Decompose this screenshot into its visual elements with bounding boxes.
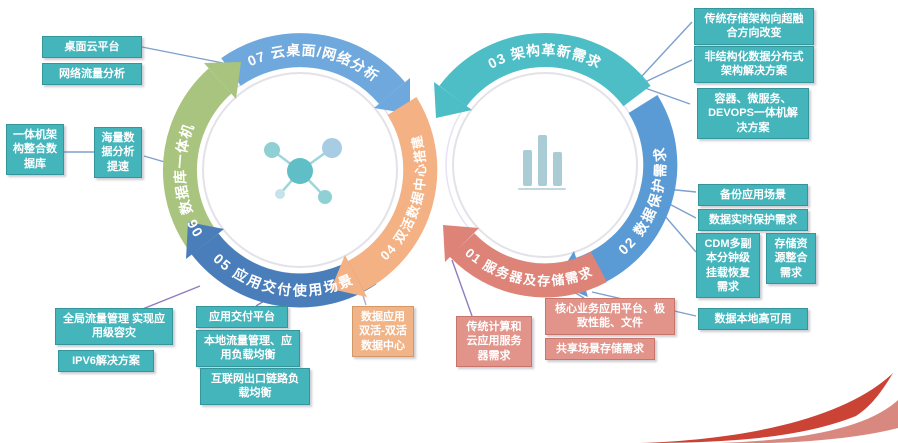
- connector: [641, 21, 693, 77]
- left-wheel-segments: [163, 33, 438, 308]
- segment-03-arc: [439, 33, 651, 107]
- callout-local-ha: 数据本地高可用: [698, 308, 808, 331]
- callout-massive-data: 海量数据分析提速: [94, 127, 142, 178]
- callout-unstructured: 非结构化数据分布式架构解决方案: [694, 46, 814, 83]
- callout-internet-outlet: 互联网出口链路负载均衡: [200, 368, 310, 405]
- bar-chart-bar: [523, 150, 532, 186]
- bar-chart-icon: [518, 135, 566, 190]
- callout-shared-storage: 共享场景存储需求: [545, 338, 655, 361]
- connector: [644, 87, 691, 105]
- segment-07-arrow-icon: [374, 78, 410, 114]
- swoosh-light: [720, 400, 898, 443]
- molecule-node: [264, 142, 280, 158]
- callout-backup-scenario: 备份应用场景: [698, 184, 808, 207]
- decorative-swoosh: [640, 373, 898, 443]
- segment-04-arc: [347, 96, 438, 292]
- molecule-node: [322, 138, 342, 158]
- callout-cdm: CDM多副本分钟级挂载恢复需求: [696, 233, 760, 299]
- bar-chart-bar: [538, 135, 547, 186]
- molecule-node: [287, 158, 313, 184]
- callout-ipv6: IPV6解决方案: [58, 350, 154, 373]
- callout-dual-active: 数据应用双活-双活数据中心: [352, 306, 414, 357]
- callout-local-traffic: 本地流量管理、应用负载均衡: [196, 330, 300, 367]
- molecule-node: [318, 190, 332, 204]
- segment-01-arc: [449, 232, 607, 298]
- bar-chart-bar: [553, 152, 562, 186]
- callout-hyperconverged: 传统存储架构向超融合方向改变: [694, 8, 814, 45]
- segment-05-arrow-icon: [186, 222, 224, 259]
- callout-global-traffic: 全局流量管理 实现应用级容灾: [55, 308, 173, 345]
- segment-04-arrow-icon: [331, 255, 367, 297]
- callout-app-delivery: 应用交付平台: [196, 306, 288, 329]
- bar-chart-baseline: [518, 188, 566, 190]
- callout-network-traffic: 网络流量分析: [42, 63, 142, 86]
- callout-container-devops: 容器、微服务、DEVOPS一体机解决方案: [697, 88, 809, 139]
- molecule-network-icon: [264, 138, 342, 204]
- segment-01-arrow-icon: [443, 225, 479, 262]
- connector: [141, 46, 229, 65]
- connector: [451, 259, 473, 317]
- segment-07-arc: [221, 33, 406, 105]
- callout-allinone-arch: 一体机架构整合数据库: [6, 124, 64, 175]
- segment-03-arrow-icon: [434, 82, 472, 118]
- molecule-node: [275, 189, 285, 199]
- connector: [644, 59, 693, 83]
- callout-storage-consolidation: 存储资源整合需求: [766, 233, 816, 284]
- segment-06-arrow-icon: [204, 62, 241, 99]
- callout-realtime-protection: 数据实时保护需求: [698, 209, 808, 232]
- callout-core-business: 核心业务应用平台、极致性能、文件: [545, 298, 675, 335]
- callout-desktop-cloud: 桌面云平台: [42, 36, 142, 59]
- swoosh-dark: [640, 373, 893, 443]
- right-wheel-segments: [434, 33, 678, 298]
- callout-traditional-compute: 传统计算和云应用服务器需求: [456, 316, 532, 367]
- segment-02-arc: [575, 95, 678, 291]
